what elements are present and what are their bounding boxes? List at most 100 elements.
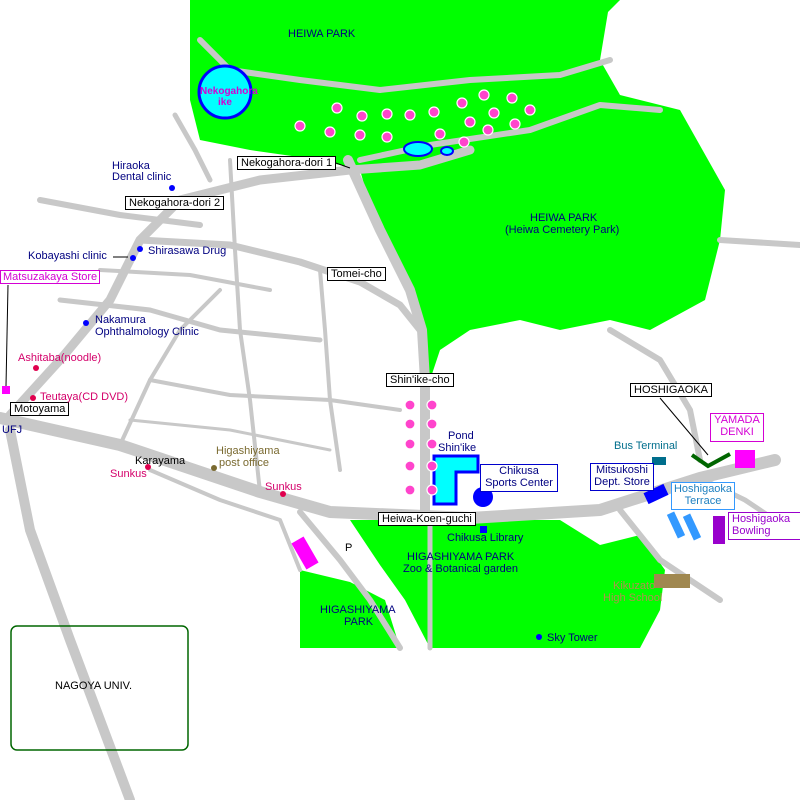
shinike-cho-label: Shin'ike-cho [386,373,454,387]
sunkus-2-dot [280,491,286,497]
sunkus-1-dot [145,464,151,470]
heiwa-park-main-label: HEIWA PARK [530,212,598,224]
road-shinike-north [343,155,430,515]
tomei-cho-label: Tomei-cho [327,267,386,281]
yamada-denki-marker [735,450,755,468]
nagoya-univ-outline [10,625,189,751]
hoshigaoka-bowl-marker [713,516,725,544]
yamada-denki-box: YAMADA DENKI [710,413,764,442]
chikusa-library-marker [480,526,487,533]
yamada-denki-label-1: YAMADA [714,414,760,426]
mitsukoshi-box: Mitsukoshi Dept. Store [590,463,654,491]
hoshigaoka-terrace-marker-1 [666,511,686,539]
karayama-label: Karayama [135,455,186,467]
kobayashi-dot [130,255,136,261]
shinike-pond-label-2: Shin'ike [438,442,477,454]
road-inner-grid-4 [128,418,332,452]
hoshigaoka-terrace-label-2: Terrace [684,495,722,507]
hiraoka-label-1: Hiraoka [112,160,150,172]
matsuzakaya-marker [2,386,10,394]
matsuzakaya-label: Matsuzakaya Store [0,270,101,284]
parking-label: P [345,542,353,554]
road-top-left [172,112,213,183]
hiraoka-dot [169,185,175,191]
higashiyama-park-label: HIGASHIYAMA PARK [407,551,515,563]
sky-tower-dot [536,634,542,640]
nakamura-label-1: Nakamura [95,314,146,326]
road-karayama [118,288,222,447]
sunkus-1-label: Sunkus [110,468,147,480]
bus-terminal-marker [652,457,666,465]
road-inner-grid-2 [318,268,342,472]
hiraoka-label-2: Dental clinic [112,171,172,183]
hoshigaoka-terrace-label-1: Hoshigaoka [673,483,733,495]
chikusa-sports-label-2: Sports Center [485,477,553,489]
nekogahora-pond [197,64,253,120]
chikusa-sports-box: Chikusa Sports Center [480,464,558,492]
teutaya-label: Teutaya(CD DVD) [40,391,129,403]
heiwa-koen-guchi-label: Heiwa-Koen-guchi [378,512,476,526]
sunkus-2-label: Sunkus [265,481,302,493]
teutaya-dot [30,395,36,401]
hoshigaoka-bowl-box: Hoshigaoka Bowling [728,512,800,540]
post-office-label-2: post office [219,457,269,469]
nekogahora-dori-2-label: Nekogahora-dori 2 [125,196,225,210]
road-west-secondary-3 [98,268,272,292]
post-office-label-1: Higashiyama [216,445,280,457]
hoshigaoka-station-mark [690,452,731,469]
shinike-pond-label-1: Pond [448,430,474,442]
road-nagoya-univ [5,425,135,800]
chikusa-library-label: Chikusa Library [447,532,524,544]
kobayashi-label: Kobayashi clinic [28,250,107,262]
ashitaba-dot [33,365,39,371]
parking-marker [291,536,319,570]
hoshigaoka-bowl-label-1: Hoshigaoka [732,513,791,525]
road-west-secondary-1 [37,197,203,228]
ufj-label: UFJ [2,424,23,436]
chikusa-sports-center-marker [473,487,493,507]
higashiyama-park-small-label-1: HIGASHIYAMA [320,604,396,616]
heiwa-park-north-label: HEIWA PARK [288,28,356,40]
road-inner-grid-1 [228,158,262,494]
nakamura-label-2: Ophthalmology Clinic [95,326,199,338]
mitsukoshi-marker [643,483,669,505]
heiwa-park-area [190,0,725,380]
higashiyama-park-sub-label: Zoo & Botanical garden [403,563,518,575]
nekogahora-dori-1-label: Nekogahora-dori 1 [237,156,337,170]
motoyama-label: Motoyama [10,402,70,416]
nagoya-univ-label: NAGOYA UNIV. [55,680,133,692]
post-office-dot [211,465,217,471]
heiwa-small-pond-1 [403,141,433,157]
shinike-pond [432,454,480,506]
road-west-secondary-2 [57,297,323,343]
hoshigaoka-label: HOSHIGAOKA [630,383,712,397]
road-hoshigaoka-south [617,507,723,603]
bus-terminal-label: Bus Terminal [614,440,678,452]
kikuzato-label-1: Kikuzato [613,580,656,592]
kikuzato-school-marker [654,574,690,588]
road-east-branch [717,237,800,248]
cherry-blossoms [294,89,536,496]
road-south-west [148,468,302,572]
heiwa-small-pond-2 [440,146,454,156]
higashiyama-park-small-label-2: PARK [344,616,374,628]
heiwa-park-sub-label: (Heiwa Cemetery Park) [505,224,620,236]
sky-tower-label: Sky Tower [547,632,598,644]
road-south-higashiyama [297,509,403,651]
hoshigaoka-terrace-box: Hoshigaoka Terrace [671,482,735,510]
nekogahora-pond-label-1: Nekogahora [200,86,258,97]
yamada-denki-label-2: DENKI [720,426,754,438]
hoshigaoka-bowl-label-2: Bowling [732,525,771,537]
nakamura-dot [83,320,89,326]
nekogahora-pond-label-2: ike [218,97,232,108]
hoshigaoka-terrace-marker-2 [682,513,702,541]
mitsukoshi-label-2: Dept. Store [594,476,650,488]
shirasawa-label: Shirasawa Drug [148,245,227,257]
higashiyama-park-small-area [300,570,400,648]
road-inner-grid-3 [148,378,402,412]
mitsukoshi-label-1: Mitsukoshi [596,464,648,476]
kikuzato-label-2: High School [603,592,663,604]
ashitaba-label: Ashitaba(noodle) [18,352,102,364]
shirasawa-dot [137,246,143,252]
